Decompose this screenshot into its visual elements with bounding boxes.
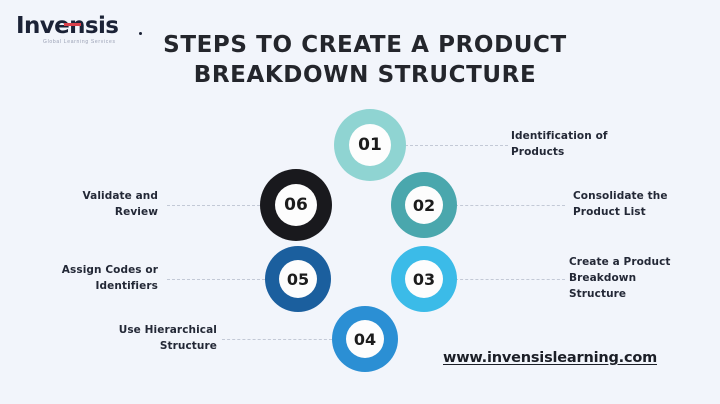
step-number-02: 02	[405, 186, 443, 224]
website-url-link[interactable]: www.invensislearning.com	[443, 350, 658, 366]
step-node-01[interactable]: 01	[334, 109, 406, 181]
step-label-03: Create a Product Breakdown Structure	[569, 256, 671, 300]
step-node-04[interactable]: 04	[332, 306, 398, 372]
connector-line-04	[222, 339, 332, 340]
logo-wordmark: Invensis	[16, 13, 142, 39]
connector-line-05	[167, 279, 270, 280]
step-number-04: 04	[346, 320, 384, 358]
logo-tagline: Global Learning Services	[43, 39, 116, 45]
brand-logo: Invensis Global Learning Services	[16, 13, 142, 48]
step-node-03[interactable]: 03	[391, 246, 457, 312]
step-number-03: 03	[405, 260, 443, 298]
connector-line-03	[455, 279, 565, 280]
page-title: STEPS TO CREATE A PRODUCT BREAKDOWN STRU…	[163, 32, 567, 88]
logo-dot-icon	[139, 32, 142, 35]
connector-line-06	[167, 205, 265, 206]
logo-wordmark-text: Invensis	[16, 13, 119, 39]
step-number-06: 06	[275, 184, 317, 226]
logo-accent-bar-icon	[64, 23, 81, 26]
step-number-01: 01	[349, 124, 391, 166]
connector-line-02	[455, 205, 565, 206]
step-node-02[interactable]: 02	[391, 172, 457, 238]
step-number-05: 05	[279, 260, 317, 298]
step-label-01: Identification of Products	[511, 130, 608, 158]
step-label-06: Validate and Review	[82, 190, 158, 218]
step-label-04: Use Hierarchical Structure	[118, 324, 217, 352]
step-label-02: Consolidate the Product List	[573, 190, 668, 218]
step-node-06[interactable]: 06	[260, 169, 332, 241]
step-label-05: Assign Codes or Identifiers	[61, 264, 158, 292]
connector-line-01	[400, 145, 508, 146]
step-node-05[interactable]: 05	[265, 246, 331, 312]
